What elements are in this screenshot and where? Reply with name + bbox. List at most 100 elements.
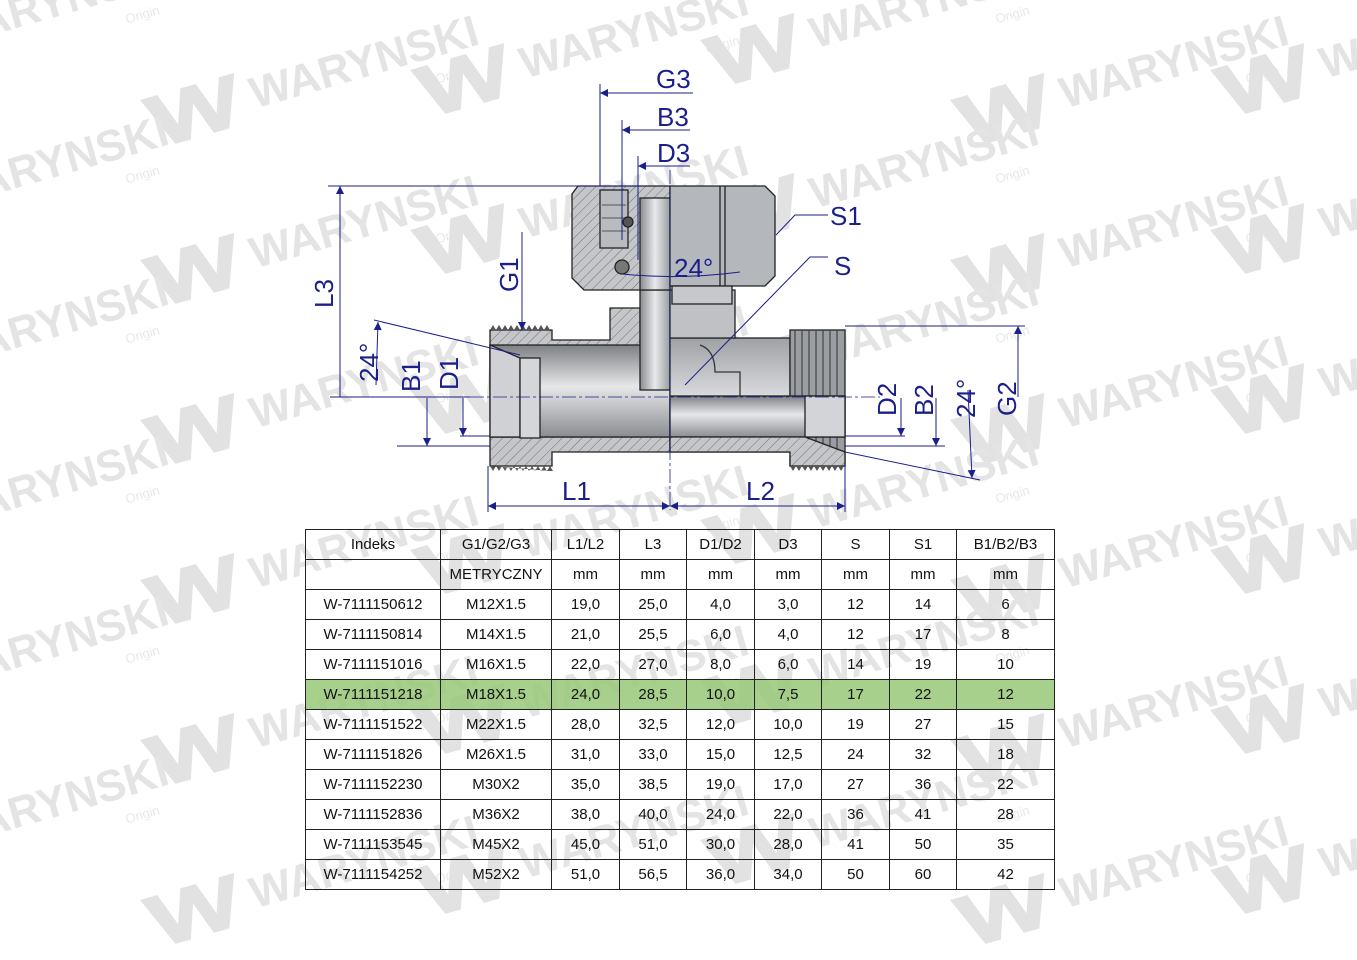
value-cell: M22X1.5 [440,709,552,740]
label-s1: S1 [830,201,862,231]
label-b2: B2 [909,384,939,416]
value-cell: M26X1.5 [440,739,552,770]
value-cell: 24,0 [551,679,620,710]
value-cell: M14X1.5 [440,619,552,650]
value-cell: 33,0 [619,739,687,770]
value-cell: 60 [889,859,957,890]
unit-cell: METRYCZNY [440,559,552,590]
unit-cell [305,559,441,590]
value-cell: 51,0 [551,859,620,890]
value-cell: 10,0 [754,709,822,740]
unit-cell: mm [754,559,822,590]
value-cell: M36X2 [440,799,552,830]
value-cell: 14 [821,649,890,680]
value-cell: 38,5 [619,769,687,800]
label-d1: D1 [434,357,464,390]
table-header-row: Indeks G1/G2/G3 L1/L2 L3 D1/D2 D3 S S1 B… [305,529,1055,560]
value-cell: 7,5 [754,679,822,710]
value-cell: 45,0 [551,829,620,860]
value-cell: 18 [956,739,1055,770]
value-cell: 25,0 [619,589,687,620]
value-cell: 6,0 [686,619,755,650]
value-cell: 12 [956,679,1055,710]
value-cell: 19 [821,709,890,740]
value-cell: 3,0 [754,589,822,620]
index-cell: W-7111151016 [305,649,441,680]
value-cell: 6 [956,589,1055,620]
value-cell: 6,0 [754,649,822,680]
header-cell: S [821,529,890,560]
value-cell: 4,0 [754,619,822,650]
index-cell: W-7111152230 [305,769,441,800]
header-cell: B1/B2/B3 [956,529,1055,560]
value-cell: 24 [821,739,890,770]
value-cell: 41 [889,799,957,830]
value-cell: 17 [889,619,957,650]
value-cell: 24,0 [686,799,755,830]
header-cell: G1/G2/G3 [440,529,552,560]
value-cell: 31,0 [551,739,620,770]
value-cell: 32,5 [619,709,687,740]
value-cell: 50 [821,859,890,890]
value-cell: 4,0 [686,589,755,620]
value-cell: 36 [889,769,957,800]
header-cell: S1 [889,529,957,560]
index-cell: W-7111153545 [305,829,441,860]
unit-cell: mm [889,559,957,590]
technical-drawing: G3 B3 D3 S1 S 24° G1 L3 24° B1 D1 D2 B2 … [309,64,1025,512]
value-cell: 28,0 [754,829,822,860]
value-cell: 27 [821,769,890,800]
value-cell: 21,0 [551,619,620,650]
value-cell: M45X2 [440,829,552,860]
value-cell: 22,0 [754,799,822,830]
value-cell: M18X1.5 [440,679,552,710]
unit-cell: mm [551,559,620,590]
label-l2: L2 [746,476,775,506]
dimension-lines [328,84,1025,512]
value-cell: 27,0 [619,649,687,680]
value-cell: 25,5 [619,619,687,650]
value-cell: 28,5 [619,679,687,710]
value-cell: 35,0 [551,769,620,800]
value-cell: 19,0 [686,769,755,800]
label-b3: B3 [657,102,689,132]
label-angle-left: 24° [354,343,384,382]
index-cell: W-7111152836 [305,799,441,830]
value-cell: 8 [956,619,1055,650]
value-cell: 36 [821,799,890,830]
thread-left [490,325,844,471]
label-l3: L3 [309,279,339,308]
value-cell: 14 [889,589,957,620]
table-units-row: METRYCZNY mm mm mm mm mm mm mm [305,559,1055,590]
value-cell: 22,0 [551,649,620,680]
value-cell: 30,0 [686,829,755,860]
value-cell: 36,0 [686,859,755,890]
value-cell: 51,0 [619,829,687,860]
value-cell: 34,0 [754,859,822,890]
value-cell: 17,0 [754,769,822,800]
dimension-labels: G3 B3 D3 S1 S 24° G1 L3 24° B1 D1 D2 B2 … [309,64,1022,506]
value-cell: 17 [821,679,890,710]
value-cell: 38,0 [551,799,620,830]
header-cell: L1/L2 [551,529,620,560]
value-cell: 35 [956,829,1055,860]
unit-cell: mm [821,559,890,590]
swivel-nut [571,185,776,305]
value-cell: M52X2 [440,859,552,890]
label-s: S [834,251,851,281]
center-lines [470,170,880,510]
value-cell: 19,0 [551,589,620,620]
value-cell: 41 [821,829,890,860]
unit-cell: mm [619,559,687,590]
label-d3: D3 [657,138,690,168]
value-cell: 12 [821,589,890,620]
header-cell: Indeks [305,529,441,560]
value-cell: 42 [956,859,1055,890]
